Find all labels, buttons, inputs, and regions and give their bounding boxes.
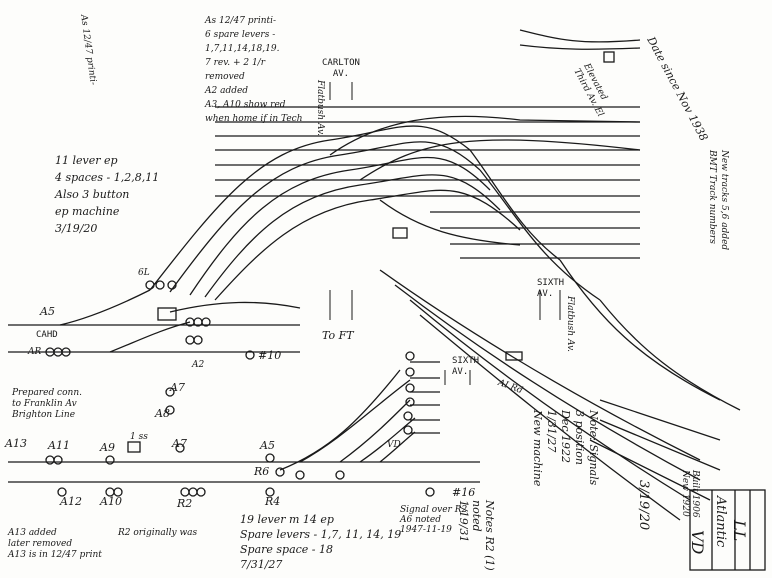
note-line: 6 spare levers - [205,30,276,40]
interlocking-date: 3/19/20 [55,222,98,235]
built-line: New 1920 [680,470,690,517]
notes-signals-line: Dec 1922 [559,410,572,463]
notes-signals-line: 1/31/27 [545,410,558,453]
tower-boxes [127,227,523,453]
a13-line: A13 is in 12/47 print [8,550,102,560]
note-line: A3, A10 show red [205,100,286,110]
signal-r2-line: 1947-11-19 [400,525,452,535]
label-a13-added: A13 added later removed A13 is in 12/47 … [8,528,102,561]
plate-built: Built 1906 New 1920 [680,470,700,518]
signal-label-a5b: A5 [260,439,275,452]
street-carlton: CARLTON AV. [322,58,360,80]
elevated-structure [519,29,641,63]
notes-r2-line: 1/19/31 [457,500,470,543]
plate-ll: LL [730,520,749,542]
curved-tracks [149,115,641,301]
label-hash16: #16 [452,486,476,499]
street-sixth-upper: SIXTH AV. [537,278,564,300]
interlocking-spare-levers: Spare levers - 1,7, 11, 14, 19 [240,528,402,541]
signal-label-ar: AR [28,347,42,357]
new-tracks-line: New tracks 5,6 added [719,150,729,251]
signal-label-a10: A10 [100,495,122,508]
note-line: 1,7,11,14,18,19. [205,44,280,54]
signal-label-vd: VD [387,440,401,450]
street-name: CARLTON [322,58,360,68]
interlocking-date: 7/31/27 [240,558,283,571]
notes-r2-line: noted [470,500,483,532]
plate-atlantic: Atlantic [713,496,728,548]
label-cahd: CAHD [36,330,58,340]
label-to-ft: To FT [322,329,354,342]
signal-label-r6: R6 [254,465,270,478]
interlocking-title: 11 lever ep [55,154,118,167]
signal-label-a7: A7 [170,381,185,394]
signal-label-a9: A9 [100,441,115,454]
label-notes-r2: Notes R2 (1) noted 1/19/31 [457,500,496,571]
prepared-line: Brighton Line [12,410,76,420]
signal-label-a13: A13 [5,437,27,450]
label-signal-r2: Signal over R2 A6 noted 1947-11-19 [400,505,467,535]
plate-box [689,489,766,571]
street-flatbush-upper: Flatbush Av. [315,80,325,136]
street-sixth-lower: SIXTH AV. [452,356,479,378]
notes-signals-line: 3 position [573,410,586,465]
interlocking-spaces: 4 spaces - 1,2,8,11 [55,171,160,184]
signal-r2-line: A6 noted [400,515,442,525]
interlocking-lower-note: 19 lever m 14 ep Spare levers - 1,7, 11,… [240,512,401,572]
interlocking-upper-note: 11 lever ep 4 spaces - 1,2,8,11 Also 3 b… [55,152,159,237]
signal-label-a8: A8 [155,407,170,420]
label-mid-date: 3/19/20 [636,480,651,531]
diagonal-tracks [379,259,741,521]
interlocking-also: Also 3 button [55,188,130,201]
signal-label-r4: R4 [265,495,281,508]
notes-signals-line: New machine [531,410,544,487]
built-line: Built 1906 [690,470,700,518]
note-line: A2 added [205,86,249,96]
notes-r2-line: Notes R2 (1) [483,500,496,571]
label-prepared: Prepared conn. to Franklin Av Brighton L… [12,388,82,421]
signal-label-r2: R2 [177,497,193,510]
signal-heads [45,280,435,497]
signal-label-a7b: A7 [172,437,187,450]
interlocking-spare-space: Spare space - 18 [240,543,334,556]
interlocking-title: 19 lever m 14 ep [240,513,334,526]
street-av: AV. [332,69,350,79]
street-name: SIXTH [452,356,480,366]
bottom-main-tracks [8,361,480,483]
street-name: SIXTH [537,278,565,288]
label-new-tracks: New tracks 5,6 added BMT Track numbers [706,150,730,250]
signal-label-a12: A12 [60,495,82,508]
prepared-line: Prepared conn. [12,388,82,398]
left-interlocking-tracks [8,289,301,353]
upper-yard-tracks [215,106,640,259]
notes-signals-line: Note: Signals [587,410,600,486]
note-line: when home if in Tech [205,114,303,124]
street-flatbush-lower: Flatbush Av. [565,296,575,352]
note-line: As 12/47 printi- [205,16,277,26]
label-notes-signals: Note: Signals 3 position Dec 1922 1/31/2… [530,410,600,486]
label-r2-orig: R2 originally was [118,528,198,538]
signal-label-a5-left: A5 [40,305,55,318]
signal-label-6l: 6L [138,268,150,278]
a13-line: later removed [8,539,73,549]
interlocking-ep: ep machine [55,205,120,218]
prepared-line: to Franklin Av [12,399,77,409]
note-line: 7 rev. + 2 1/r [205,58,266,68]
street-lines [329,82,561,385]
note-line: removed [205,72,245,82]
label-one-ss: 1 ss [130,432,148,442]
street-av: AV. [537,289,554,299]
new-tracks-line: BMT Track numbers [707,150,717,244]
plate-vd: VD [688,530,707,555]
signal-r2-line: Signal over R2 [400,505,468,515]
a13-line: A13 added [8,528,57,538]
notes-top-left-col2: As 12/47 printi- 6 spare levers - 1,7,11… [205,14,303,126]
label-hash10: #10 [258,349,282,362]
signal-label-a2: A2 [192,360,205,370]
signal-label-a11: A11 [48,439,70,452]
street-av: AV. [452,367,469,377]
